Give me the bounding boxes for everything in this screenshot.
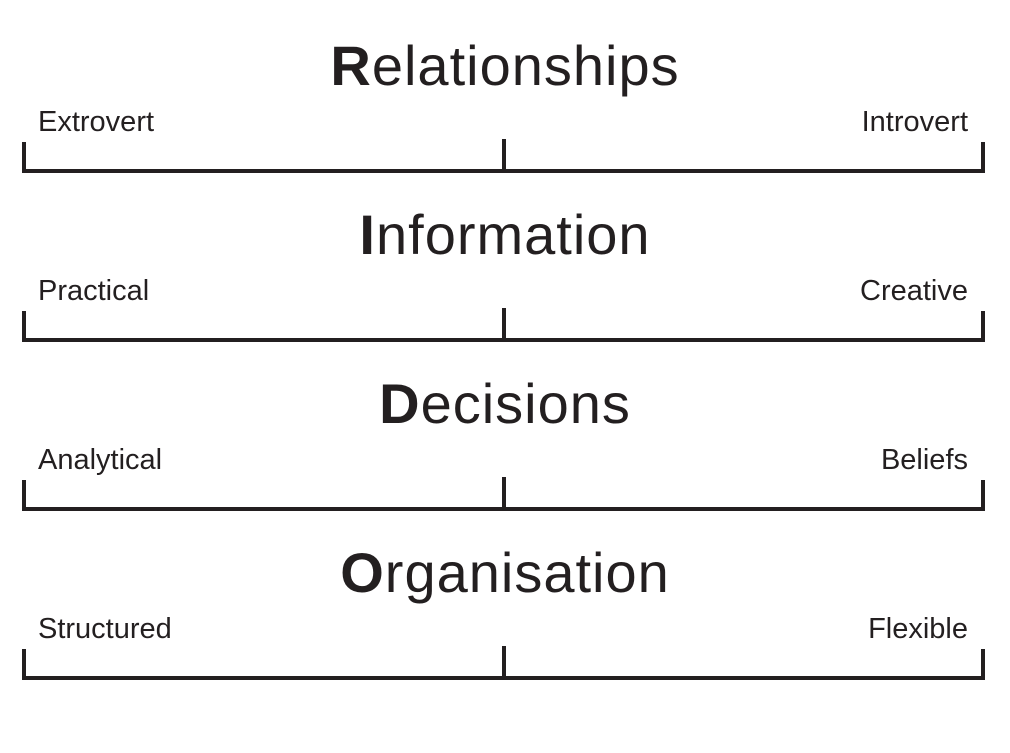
right-pole-label: Introvert	[861, 106, 968, 138]
axis-left-tick	[22, 480, 26, 507]
scale-title: Relationships	[0, 6, 1010, 94]
scale-axis	[22, 477, 985, 511]
scale-section-decisions: Decisions Analytical Beliefs	[0, 344, 1010, 513]
scale-axis	[22, 139, 985, 173]
pole-labels: Extrovert Introvert	[38, 108, 968, 137]
axis-right-tick	[981, 480, 985, 507]
axis-center-tick	[501, 139, 506, 169]
axis-center-tick	[501, 308, 506, 338]
left-pole-label: Structured	[38, 613, 172, 645]
right-pole-label: Flexible	[868, 613, 968, 645]
scale-title-initial: R	[330, 34, 372, 97]
right-pole-label: Beliefs	[880, 444, 968, 476]
axis-left-tick	[22, 649, 26, 676]
axis-left-tick	[22, 311, 26, 338]
axis-right-tick	[981, 142, 985, 169]
left-pole-label: Practical	[38, 275, 150, 307]
scale-section-relationships: Relationships Extrovert Introvert	[0, 6, 1010, 175]
scale-axis	[22, 646, 985, 680]
scale-title: Decisions	[0, 344, 1010, 432]
scale-title-initial: I	[359, 203, 376, 266]
axis-left-tick	[22, 142, 26, 169]
axis-center-tick	[501, 646, 506, 676]
pole-labels: Practical Creative	[38, 277, 968, 306]
scale-title-initial: O	[340, 541, 385, 604]
scale-title-rest: ecisions	[420, 372, 631, 435]
scale-axis	[22, 308, 985, 342]
scale-title: Information	[0, 175, 1010, 263]
scale-section-information: Information Practical Creative	[0, 175, 1010, 344]
scale-title-rest: rganisation	[384, 541, 670, 604]
left-pole-label: Analytical	[38, 444, 163, 476]
scale-title-rest: elationships	[371, 34, 680, 97]
pole-labels: Structured Flexible	[38, 615, 968, 644]
scale-title-initial: D	[379, 372, 421, 435]
axis-center-tick	[501, 477, 506, 507]
right-pole-label: Creative	[860, 275, 968, 307]
scale-section-organisation: Organisation Structured Flexible	[0, 513, 1010, 682]
axis-right-tick	[981, 311, 985, 338]
left-pole-label: Extrovert	[38, 106, 155, 138]
axis-right-tick	[981, 649, 985, 676]
scale-title: Organisation	[0, 513, 1010, 601]
pole-labels: Analytical Beliefs	[38, 446, 968, 475]
scale-title-rest: nformation	[375, 203, 651, 266]
